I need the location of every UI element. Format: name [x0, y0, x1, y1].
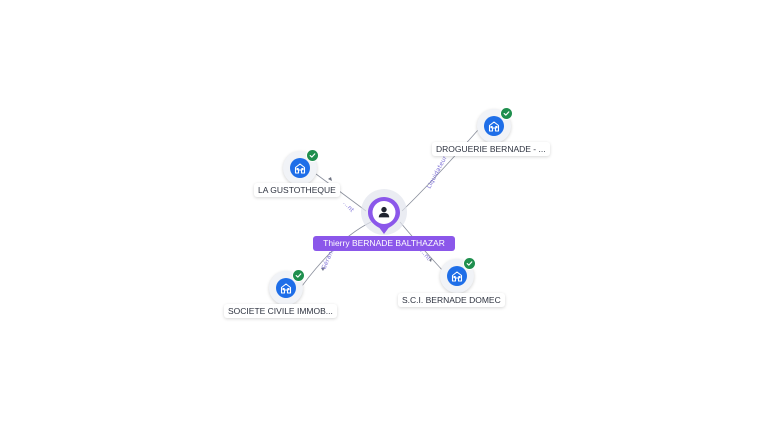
- edge-arrow: [429, 258, 432, 262]
- company-node-sci-bernade-domec[interactable]: [440, 257, 476, 293]
- check-icon: [463, 257, 476, 270]
- person-node[interactable]: [366, 195, 402, 237]
- company-node-la-gustotheque[interactable]: [283, 149, 319, 185]
- check-icon: [292, 269, 305, 282]
- company-label-la-gustotheque[interactable]: LA GUSTOTHEQUE: [254, 183, 340, 197]
- building-icon: [484, 116, 504, 136]
- check-icon: [500, 107, 513, 120]
- building-icon: [447, 266, 467, 286]
- company-node-societe-civile-immob[interactable]: [269, 269, 305, 305]
- company-label-societe-civile-immob[interactable]: SOCIETE CIVILE IMMOB...: [224, 304, 337, 318]
- building-icon: [276, 278, 296, 298]
- company-label-sci-bernade-domec[interactable]: S.C.I. BERNADE DOMEC: [398, 293, 505, 307]
- building-icon: [290, 158, 310, 178]
- edge-droguerie-bernade: [401, 129, 479, 212]
- company-label-droguerie-bernade[interactable]: DROGUERIE BERNADE - ...: [432, 142, 550, 156]
- edge-societe-civile-immob: [301, 221, 372, 287]
- edge-label-societe-civile-immob: Gérant: [320, 248, 335, 271]
- person-label[interactable]: Thierry BERNADE BALTHAZAR: [313, 236, 455, 251]
- user-icon: [378, 206, 390, 218]
- edge-arrow: [328, 177, 332, 181]
- edge-label-droguerie-bernade: Liquidateur: [426, 154, 449, 190]
- edge-arrow: [321, 267, 325, 271]
- check-icon: [306, 149, 319, 162]
- company-node-droguerie-bernade[interactable]: [477, 107, 513, 143]
